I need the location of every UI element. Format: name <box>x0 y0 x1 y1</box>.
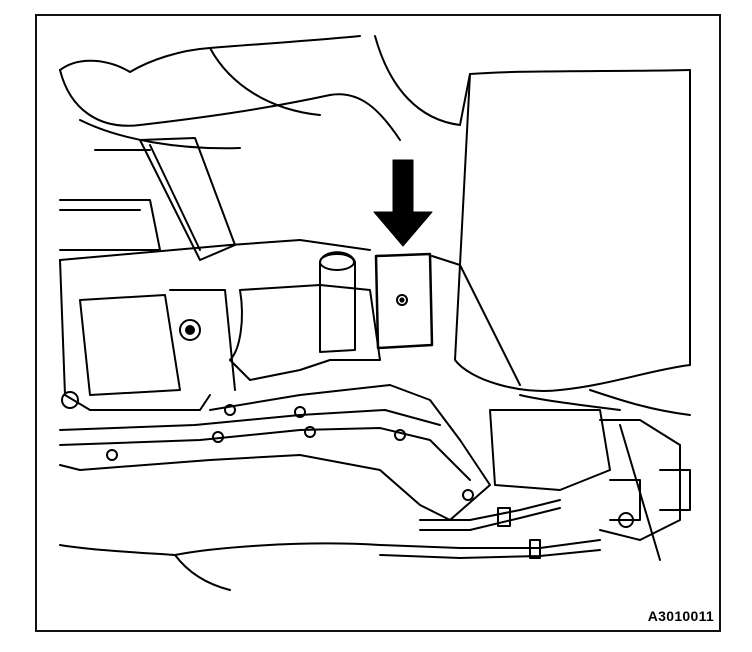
panel-edge <box>431 255 521 386</box>
oil-pan <box>59 384 491 521</box>
target-bracket <box>374 252 434 350</box>
upper-body-panel <box>59 35 691 150</box>
pipe-lines <box>59 499 601 591</box>
down-arrow-icon <box>373 159 433 247</box>
figure-code: A3010011 <box>647 608 714 624</box>
engine-mount <box>229 251 381 381</box>
duct-bracket <box>59 137 236 261</box>
lower-right-components <box>489 389 691 561</box>
right-side-panel <box>454 69 691 411</box>
transmission-housing <box>59 239 371 411</box>
